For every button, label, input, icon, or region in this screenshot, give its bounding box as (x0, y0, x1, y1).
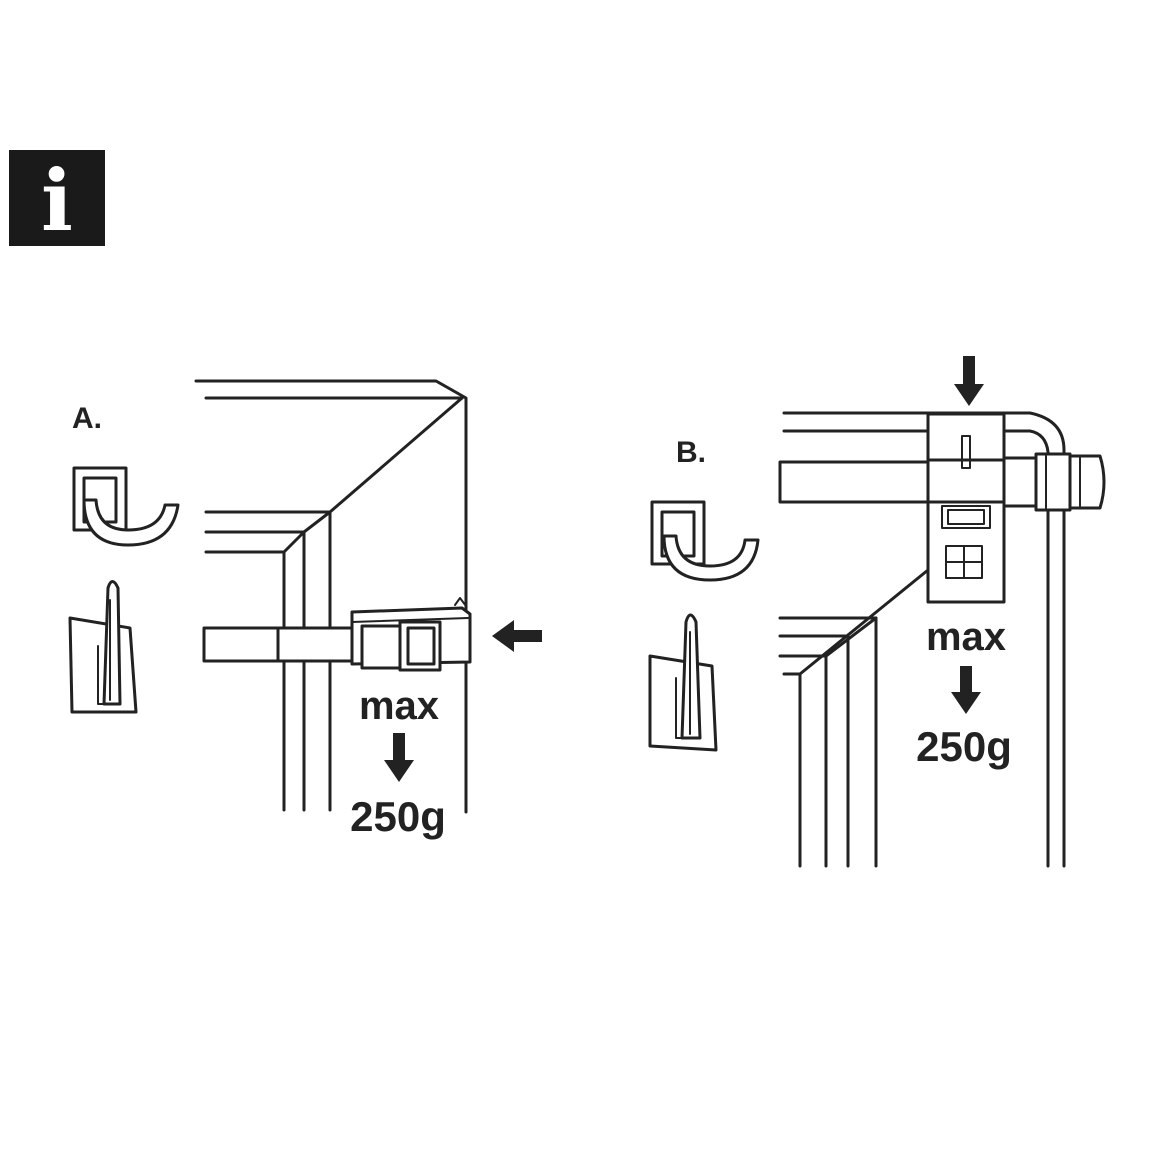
panel-a-window-frame (194, 379, 468, 814)
panel-a-load-arrow-down-icon (384, 733, 414, 782)
panel-b-window-frame (778, 411, 1066, 868)
panel-b-bracket-side-view-icon (648, 613, 718, 752)
panel-a-bracket-side-view-icon (68, 580, 138, 714)
panel-a-load-value: 250g (350, 793, 446, 840)
panel-b-push-arrow-down-icon (954, 356, 984, 406)
info-badge-background (9, 150, 105, 246)
info-icon: i (41, 151, 73, 250)
panel-a-curtain-rod (202, 626, 358, 663)
panel-b-load-value: 250g (916, 723, 1012, 770)
panel-b-curtain-rod (778, 452, 1106, 512)
panel-b: B. (648, 356, 1106, 868)
panel-b-load-arrow-down-icon (951, 666, 981, 714)
panel-b-rod-clamp (926, 412, 1006, 604)
panel-a-push-arrow-left-icon (492, 620, 542, 652)
panel-b-label: B. (676, 436, 706, 469)
panel-a-rod-clamp (350, 597, 472, 672)
panel-b-load-word: max (926, 615, 1006, 659)
panel-a-label: A. (72, 402, 102, 435)
panel-a-load-word: max (359, 684, 439, 728)
panel-a: A. (68, 379, 542, 840)
panel-a-bracket-top-view-icon (72, 466, 180, 547)
panel-b-bracket-top-view-icon (650, 500, 760, 582)
info-badge: i (9, 150, 105, 250)
